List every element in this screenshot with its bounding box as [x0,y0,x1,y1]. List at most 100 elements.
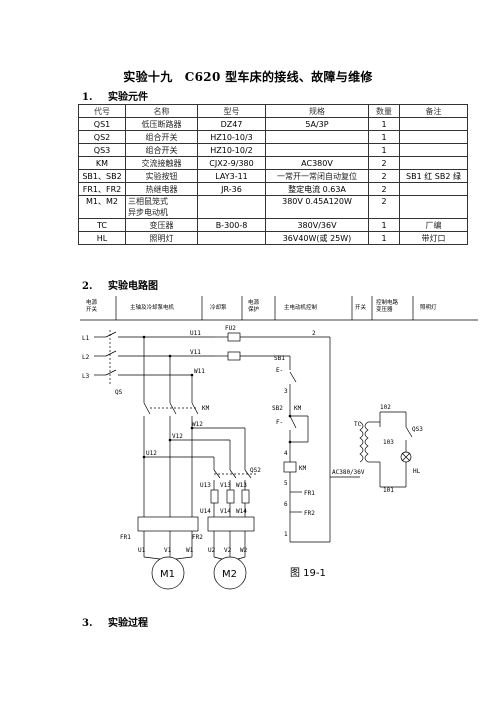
table-cell: 380V 0.45A120W [265,195,369,219]
section-2-number: 2. [82,281,93,292]
table-cell: 5A/3P [265,117,369,131]
table-cell: AC380V [265,156,369,170]
label-v13: V13 [220,482,231,489]
table-cell: 2 [368,195,400,219]
label-m2: M2 [222,569,237,580]
table-cell: 2 [368,182,400,196]
table-cell: CJX2-9/380 [197,156,266,170]
table-cell: 1 [368,218,400,232]
label-w11: W11 [194,368,205,375]
hdr-main-motor: 主轴及冷却泵电机 [130,303,175,311]
label-km-aux: KM [294,405,302,412]
label-node-4: 4 [284,450,288,457]
header-name: 名称 [125,104,198,118]
table-cell: 照明灯 [125,231,198,245]
table-cell [265,130,369,144]
section-2-heading: 2. 实验电路图 [82,277,158,292]
header-qty: 数量 [368,104,400,118]
table-cell: 2 [368,156,400,170]
label-l1: L1 [82,335,90,342]
label-v14: V14 [220,508,231,515]
circuit-diagram: 电源开关 主轴及冷却泵电机 冷却泵 电源保护 主电动机控制 开关 控制电路变压器… [80,296,478,590]
label-w14: W14 [236,508,247,515]
table-cell [265,143,369,157]
label-sb1: SB1 [274,355,285,362]
table-cell: 厂编 [399,218,468,232]
label-node-1: 1 [284,531,288,538]
label-102: 102 [380,404,391,411]
table-cell [399,195,468,219]
section-1-number: 1. [82,92,93,103]
header-note: 备注 [399,104,468,118]
label-l3: L3 [82,373,90,380]
label-v11: V11 [190,349,201,356]
table-cell: 整定电流 0.63A [265,182,369,196]
table-cell: 1 [368,130,400,144]
label-u11: U11 [190,330,201,337]
section-3-heading: 3. 实验过程 [82,614,148,629]
table-cell: 36V40W(或 25W) [265,231,369,245]
header-spec: 规格 [265,104,369,118]
label-fr2-contact: FR2 [304,510,315,517]
table-cell [399,143,468,157]
label-u13: U13 [200,482,211,489]
table-cell: QS2 [78,130,126,144]
table-header-row: 代号 名称 型号 规格 数量 备注 [78,104,468,118]
table-cell: M1、M2 [78,195,126,219]
hdr-power-switch: 电源开关 [86,298,98,313]
table-cell: SB1 红 SB2 绿 [399,169,468,183]
table-cell: HZ10-10/2 [197,143,266,157]
hdr-power-protect: 电源保护 [248,298,260,313]
table-cell: TC [78,218,126,232]
label-node-6: 6 [284,501,288,508]
label-l2: L2 [82,354,90,361]
label-u12: U12 [146,450,157,457]
label-sb2: SB2 [272,405,283,412]
label-qs: QS [115,389,123,396]
table-cell: DZ47 [197,117,266,131]
table-cell: KM [78,156,126,170]
section-2-label: 实验电路图 [108,281,158,292]
label-w13: W13 [236,482,247,489]
label-103: 103 [383,439,394,446]
table-cell: JR-36 [197,182,266,196]
label-fr2: FR2 [192,534,203,541]
label-u1: U1 [138,547,146,554]
table-cell: HL [78,231,126,245]
table-cell: 实验按钮 [125,169,198,183]
table-cell: 组合开关 [125,143,198,157]
table-cell [399,182,468,196]
header-model: 型号 [197,104,266,118]
label-v2: V2 [224,547,232,554]
table-cell: 变压器 [125,218,198,232]
label-m1: M1 [160,569,175,580]
label-w12: W12 [192,421,203,428]
section-3-label: 实验过程 [108,618,148,629]
section-3-number: 3. [82,618,93,629]
hdr-switch: 开关 [355,303,367,311]
label-qs3: QS3 [412,426,423,433]
label-node-3: 3 [284,388,288,395]
table-cell: 三相鼠笼式 异步电动机 [125,195,198,219]
table-cell: 低压断路器 [125,117,198,131]
table-cell [399,117,468,131]
label-km-main: KM [202,405,210,412]
table-cell: 2 [368,169,400,183]
table-cell [197,195,266,219]
table-cell: 1 [368,143,400,157]
table-cell: 热继电器 [125,182,198,196]
section-1-heading: 1.实验元件 [82,88,148,103]
table-cell [399,130,468,144]
hdr-motor-control: 主电动机控制 [284,303,318,311]
table-cell: 380V/36V [265,218,369,232]
label-v12: V12 [172,433,183,440]
table-cell: LAY3-11 [197,169,266,183]
label-fr1: FR1 [120,534,131,541]
label-v1: V1 [164,547,172,554]
